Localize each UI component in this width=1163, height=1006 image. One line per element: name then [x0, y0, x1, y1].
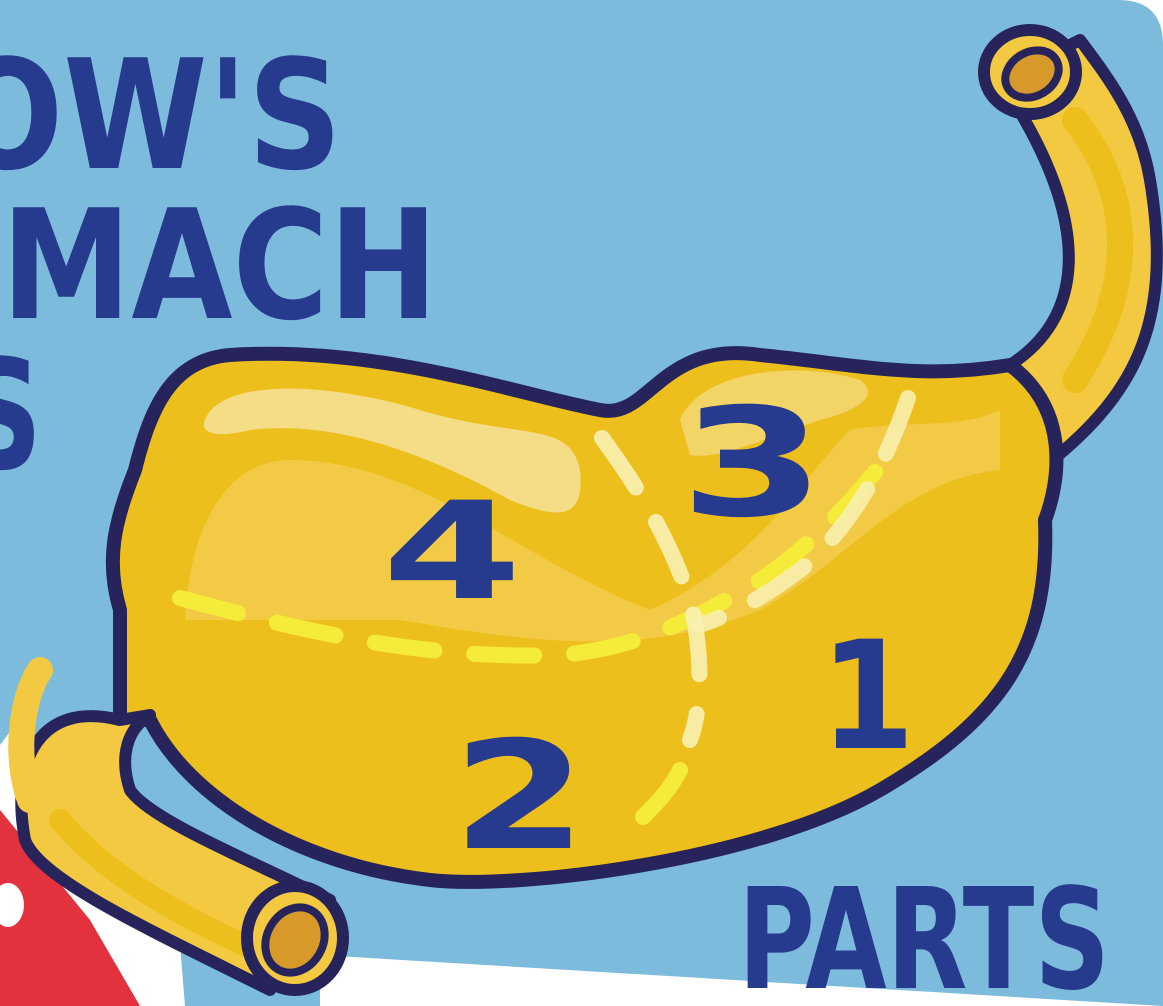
- footer-word-parts: PARTS: [738, 859, 1110, 1006]
- title-line-3: S: [0, 327, 42, 504]
- number-3: 3: [680, 377, 825, 551]
- number-1: 1: [820, 610, 915, 784]
- number-2: 2: [452, 710, 587, 884]
- number-4: 4: [382, 473, 522, 630]
- title-line-2: OMACH: [0, 177, 438, 354]
